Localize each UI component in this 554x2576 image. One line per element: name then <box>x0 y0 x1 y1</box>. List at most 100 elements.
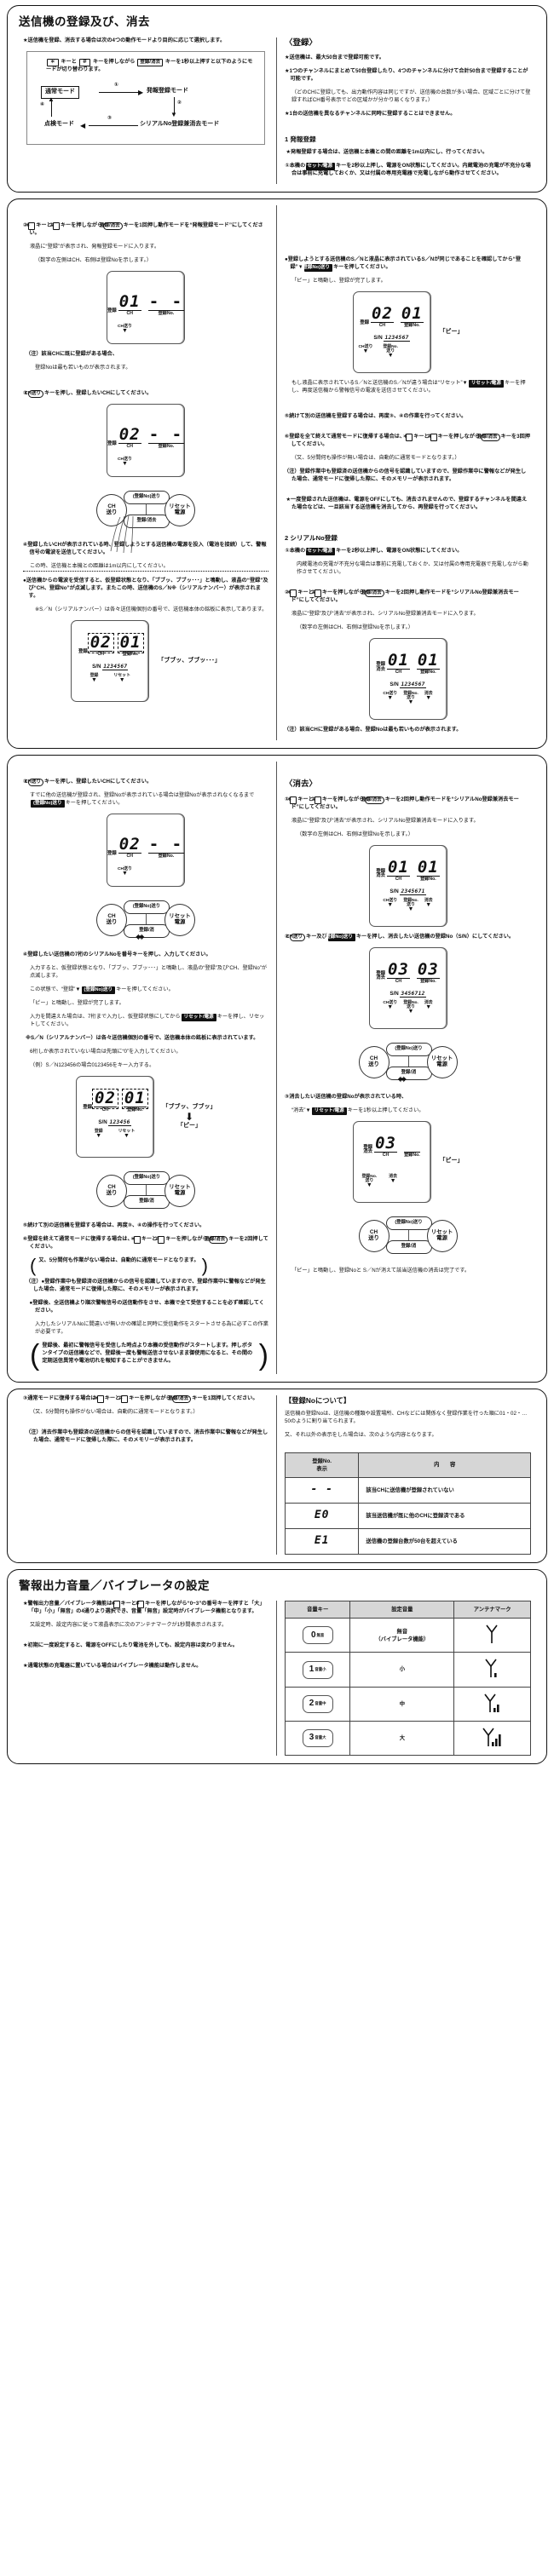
serial-step-1-b: キーを2秒以上押し、電源をON状態にしてください。 <box>335 547 463 554</box>
lcd8-arrow-ch: CH送り ▼ <box>383 899 397 913</box>
volume-p3: ★通電状態の充電器に置いている場合はバイブレータ機能は動作しません。 <box>23 1663 202 1670</box>
e4-b: 入力すると、仮登録状態となり、「ブブッ、ブブッ･･･」と鳴動し、液晶の“登録”及… <box>30 964 268 979</box>
star-key-icon: ＊ <box>111 1601 120 1609</box>
reg-no-advance-button[interactable]: (登録No)送り <box>124 900 170 914</box>
reg-no-advance-button[interactable]: (登録No)送り <box>385 1042 432 1056</box>
star-key-icon: ＊ <box>26 222 36 231</box>
ch-advance-key-icon: CH送り <box>286 933 306 941</box>
down-triangle-icon: ▼ <box>390 1177 396 1184</box>
flow-arrow-3-line <box>89 124 138 126</box>
down-triangle-icon: ▼ <box>387 901 394 908</box>
lcd-display-7: 登録 02 CH 01 登録No. S/N <box>75 1075 154 1158</box>
panel4-left-column: ③通常モードに復帰する場合は＊キーと＃キーを押しながら登録/消去キーを1回押して… <box>15 1394 277 1555</box>
reg-del-button[interactable]: 登録/消去 <box>124 515 170 529</box>
regno-desc-2: 送信機の登録台数が50台を超えている <box>358 1527 531 1555</box>
volume-table-header-row: 音量キー 設定音量 アンテナマーク <box>284 1601 531 1619</box>
reg-no-advance-button[interactable]: (登録No)送り <box>124 491 170 505</box>
ch-advance-button[interactable]: CH 送り <box>96 1174 127 1207</box>
step6-d: キーを3回押してください。 <box>291 434 530 448</box>
star-key-icon: ＊ <box>403 434 413 442</box>
volume-key-0-num: 0 <box>310 1630 316 1640</box>
f1-f: （数字の左側はCH、右側は登録Noを示します。） <box>297 831 413 837</box>
reg-no-advance-button-label: (登録No)送り <box>395 1219 423 1225</box>
star-key-icon: ＊ <box>130 1235 141 1244</box>
reg-no-advance-button[interactable]: (登録No)送り <box>385 1216 432 1230</box>
down-triangle-icon: ▼ <box>121 870 128 877</box>
ch-advance-button[interactable]: CH 送り <box>96 494 127 527</box>
antenna-mark-cell-0 <box>453 1618 531 1653</box>
reset-power-button[interactable]: リセット 電源 <box>164 903 195 936</box>
step2-e: 液晶に“登録”が表示され、発報登録モードに入ります。 <box>30 244 160 250</box>
e8: 登録後、最初に警報信号を受信した時点より本機の受信動作がスタートします。押しボタ… <box>42 1343 253 1365</box>
regno-table: 登録No. 表示 内 容 - - 該当CHに送信機が登録されていない E0 該当… <box>284 1452 531 1555</box>
lcd9-arrow-del-label: 消去 <box>424 1000 433 1005</box>
right-paren-icon: ) <box>201 1254 208 1276</box>
table-row: E1 送信機の登録台数が50台を超えている <box>284 1527 531 1555</box>
step2-num: ② <box>23 222 28 229</box>
mode-flow-instruction: ＊ キーと ＃ キーを押しながら 登録/消去 キーを1秒以上押すと以下のようにモ… <box>36 58 256 74</box>
keypad-illustration-2: CH 送り (登録No)送り 登録/消 リセット 電源 ⬌ <box>95 894 197 946</box>
ch-advance-button[interactable]: CH 送り <box>358 1045 390 1078</box>
reset-power-button[interactable]: リセット 電源 <box>426 1219 458 1252</box>
reg-del-button[interactable]: 登録/消 <box>385 1239 432 1254</box>
f3-a: ③消去したい送信機の登録Noが表示されている時、 <box>285 1093 407 1100</box>
lcd9-ch-value: 03 <box>387 959 410 979</box>
left-paren-icon: ( <box>30 1254 37 1276</box>
lcd6-arrow-ch: CH送り ▼ <box>118 867 132 877</box>
regno-desc-1: 該当送信機が既に他のCHに登録済である <box>358 1502 531 1529</box>
keypad-illustration-5: CH 送り (登録No)送り 登録/消 リセット 電源 <box>357 1210 459 1262</box>
lcd7-no-label: 登録No. <box>127 1107 143 1113</box>
reset-power-button[interactable]: リセット 電源 <box>426 1045 458 1078</box>
f3-rest: “消去”▼リセット/電源キーを1秒以上押してください。 <box>285 1107 531 1115</box>
lcd-display-8-wrap: 登録 消去 01 CH 01 登録No. <box>285 844 531 927</box>
antenna-2-bars-icon <box>484 1693 499 1712</box>
ch-advance-button[interactable]: CH 送り <box>358 1219 390 1252</box>
lcd2-tag: 登録 <box>107 440 117 446</box>
lcd8-sn-value: 2345671 <box>400 888 426 895</box>
antenna-mark-cell-1 <box>453 1652 531 1688</box>
lcd2-no-value: - - <box>147 425 185 445</box>
lcd3-ch-value: 02 <box>87 632 115 654</box>
ch-advance-button-label: CH 送り <box>368 1055 379 1067</box>
reset-power-button[interactable]: リセット 電源 <box>164 1174 195 1207</box>
lcd9-arrow-del: 消去 ▼ <box>424 1001 433 1015</box>
panel1-left-column: ★送信機を登録、消去する場合は次の4つの動作モードより目的に応じて選択します。 … <box>15 37 277 185</box>
reg-del-button[interactable]: 登録/消 <box>124 1194 170 1209</box>
antenna-mark-cell-2 <box>453 1686 531 1722</box>
hash-key-icon: ＃ <box>118 1394 129 1403</box>
serial-step-2-d: キーを2回押し動作モードを“シリアルNo登録兼消去モード”にしてください。 <box>291 589 519 603</box>
reset-power-button[interactable]: リセット 電源 <box>164 494 195 527</box>
lcd5-arrow-del: 消去 ▼ <box>424 692 433 706</box>
down-triangle-icon: ▼ <box>121 461 128 468</box>
ch-advance-button[interactable]: CH 送り <box>96 903 127 936</box>
reg-del-button[interactable]: 登録/消 <box>124 923 170 938</box>
lcd-display-9: 登録 消去 03 CH 03 登録No. <box>368 946 447 1029</box>
g1-d: キーを1回押してください。 <box>192 1394 258 1401</box>
lcd4-arrow-ch: CH送り ▼ <box>359 345 373 359</box>
volume-level-0: 無音 （バイブレータ機能） <box>349 1618 455 1653</box>
reset-power-button-label: リセット 電源 <box>430 1228 453 1241</box>
down-triangle-icon: ▼ <box>118 677 125 684</box>
flow-arrow-1-head: ▶ <box>138 88 144 96</box>
reg-del-button[interactable]: 登録/消 <box>385 1066 432 1080</box>
ch-advance-button-label: CH 送り <box>106 1183 118 1196</box>
lcd4-arrow-regno: 登録No. 送り ▼ <box>383 345 398 359</box>
lcd2-arrow-ch: CH送り ▼ <box>118 457 132 467</box>
e3-d: キーを押してください。 <box>65 799 124 806</box>
volume-p1: ★警報出力音量／バイブレータ機能は＊キーと＃キーを押しながら“0~3”の番号キー… <box>23 1601 268 1616</box>
lcd7-tag: 登録 <box>83 1104 93 1110</box>
reg-no-advance-button[interactable]: (登録No)送り <box>124 1170 170 1185</box>
star-key-icon: ＊ <box>287 796 297 804</box>
reg-del-button-label: 登録/消 <box>139 927 154 933</box>
keypad-illustration-1: CH 送り (登録No)送り 登録/消去 リセット 電源 <box>95 484 197 554</box>
flow-arrow-2-line <box>174 96 175 114</box>
lcd8-tag2: 消去 <box>376 873 385 879</box>
lcd2-ch-value: 02 <box>118 425 141 445</box>
mismatch-sn-a: もし液晶に表示されているS／Nと送信機のS／Nが違う場合は“リセット”▼ <box>291 380 468 387</box>
flow-arrow-1-line <box>99 91 141 93</box>
